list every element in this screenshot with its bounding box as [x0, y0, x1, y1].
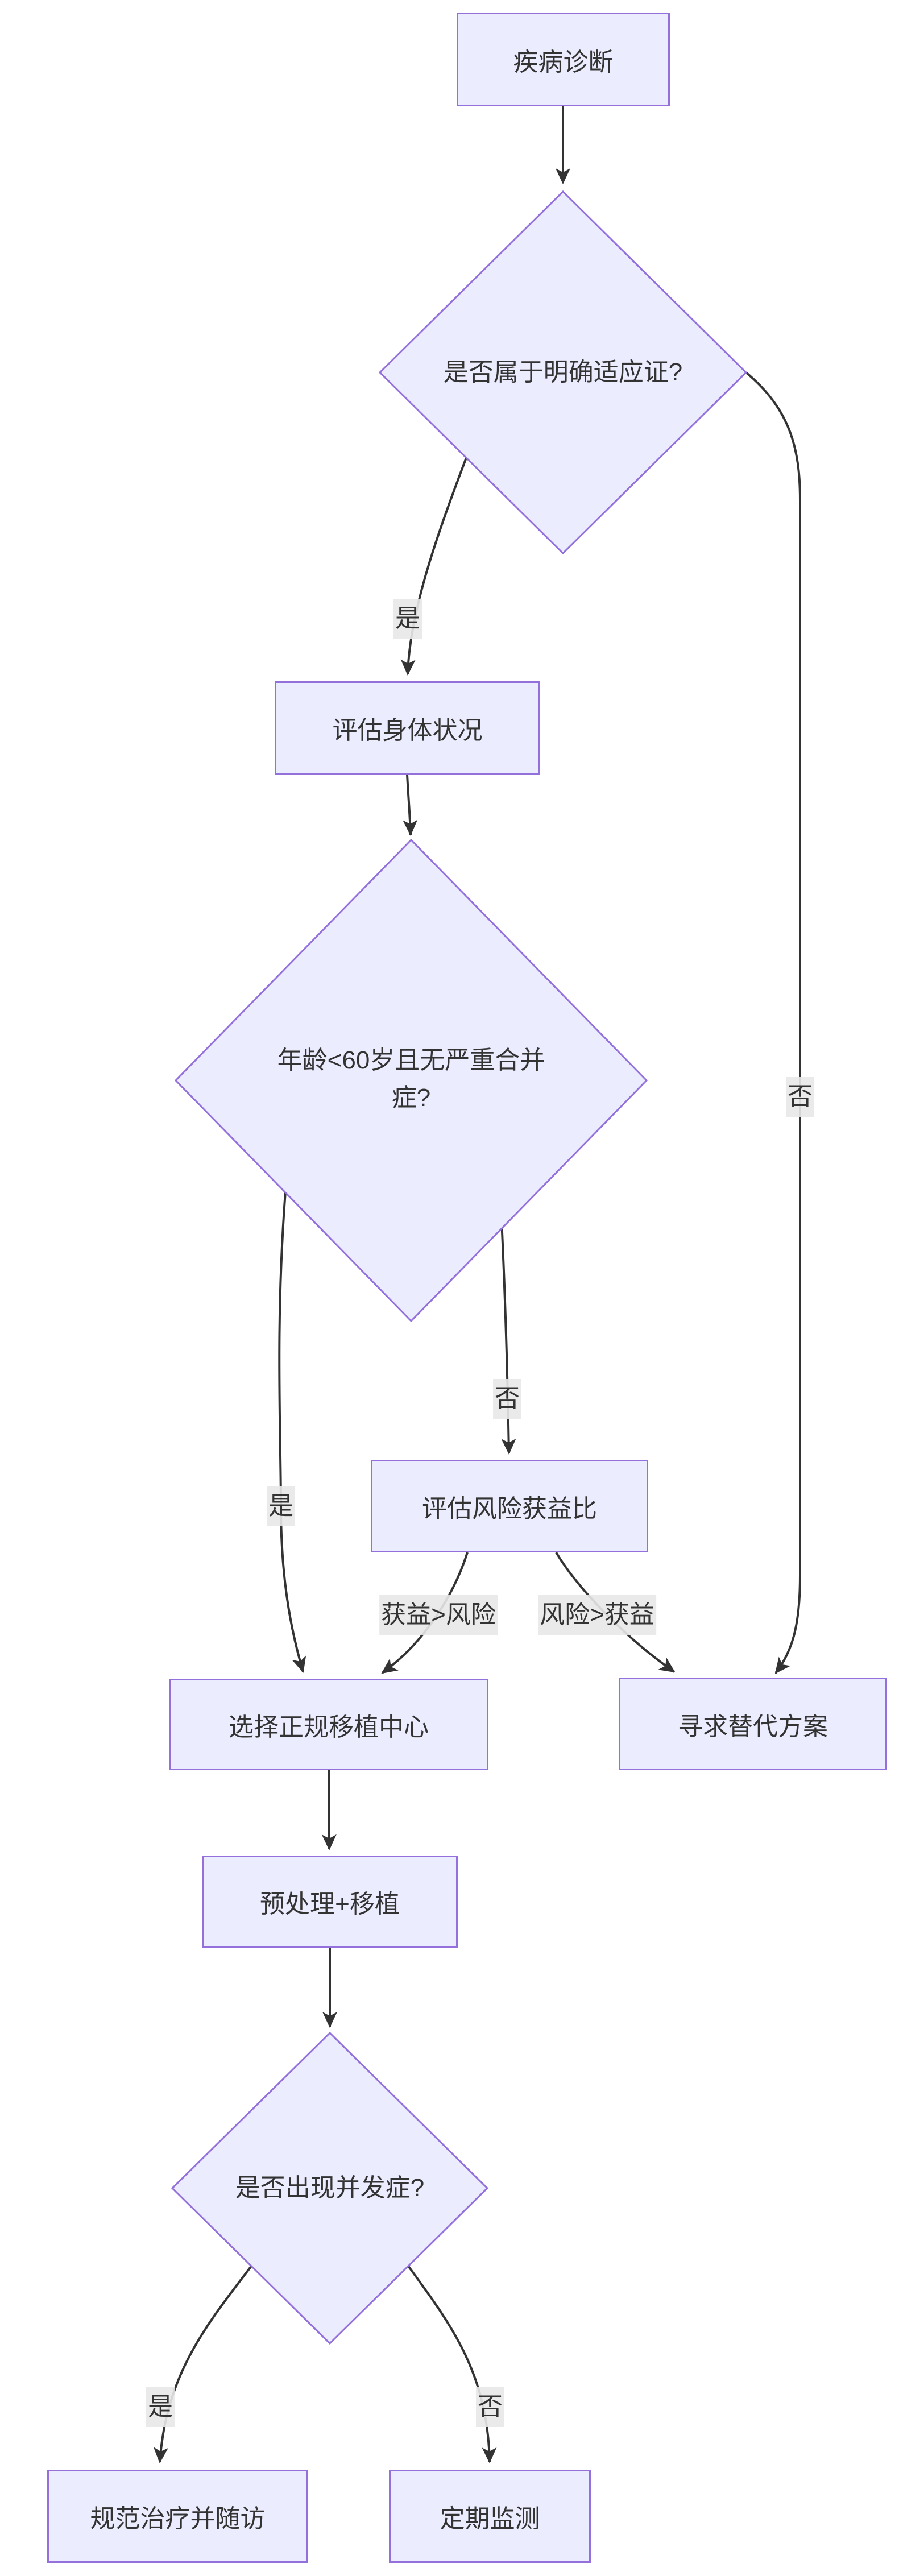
node-disease-diagnosis-label: 疾病诊断 [513, 48, 614, 76]
decision-complications-label: 是否出现并发症? [235, 2174, 425, 2202]
node-assess-physical-condition: 评估身体状况 [275, 681, 540, 775]
edge-label-yes-indication: 是 [393, 599, 422, 639]
node-standard-treatment-followup: 规范治疗并随访 [47, 2470, 308, 2563]
edge-indication-no-to-seek-alternative [745, 371, 801, 1674]
edge-label-no-complication: 否 [476, 2387, 504, 2427]
node-assess-risk-benefit: 评估风险获益比 [371, 1460, 648, 1552]
edge-complication-yes-to-standard-treatment [153, 2265, 252, 2463]
edge-label-yes-complication: 是 [146, 2387, 175, 2427]
decision-age-comorbidity-label: 年龄<60岁且无严重合并症? [277, 1046, 545, 1112]
node-disease-diagnosis: 疾病诊断 [457, 13, 670, 106]
edge-label-no-age: 否 [493, 1379, 521, 1419]
edge-age-no-to-risk-benefit [500, 1219, 516, 1455]
node-assess-physical-condition-label: 评估身体状况 [332, 717, 483, 744]
node-choose-transplant-center: 选择正规移植中心 [169, 1679, 488, 1770]
decision-clear-indication-label: 是否属于明确适应证? [443, 358, 683, 386]
node-regular-monitoring-label: 定期监测 [440, 2505, 540, 2533]
node-seek-alternative: 寻求替代方案 [619, 1678, 887, 1770]
edge-label-no-indication: 否 [786, 1077, 814, 1117]
edge-label-yes-age: 是 [267, 1486, 295, 1526]
node-regular-monitoring: 定期监测 [389, 2470, 591, 2563]
edge-indication-yes-to-assess-condition [400, 457, 467, 676]
node-conditioning-transplant-label: 预处理+移植 [260, 1890, 400, 1918]
edge-complication-no-to-monitoring [407, 2265, 497, 2463]
decision-clear-indication-shape [378, 190, 748, 555]
node-choose-transplant-center-label: 选择正规移植中心 [229, 1713, 429, 1741]
node-conditioning-transplant: 预处理+移植 [202, 1856, 458, 1948]
node-seek-alternative-label: 寻求替代方案 [678, 1712, 828, 1741]
node-standard-treatment-followup-label: 规范治疗并随访 [90, 2505, 266, 2533]
edge-label-risk-gt-benefit: 风险>获益 [538, 1595, 656, 1635]
decision-age-comorbidity-shape [174, 838, 648, 1323]
edge-age-yes-to-transplant-center [278, 1191, 306, 1673]
edge-label-benefit-gt-risk: 获益>风险 [379, 1595, 498, 1635]
node-assess-risk-benefit-label: 评估风险获益比 [422, 1494, 597, 1523]
decision-complications-shape [171, 2031, 489, 2345]
edge-assess-condition-to-age-decision [403, 774, 418, 836]
